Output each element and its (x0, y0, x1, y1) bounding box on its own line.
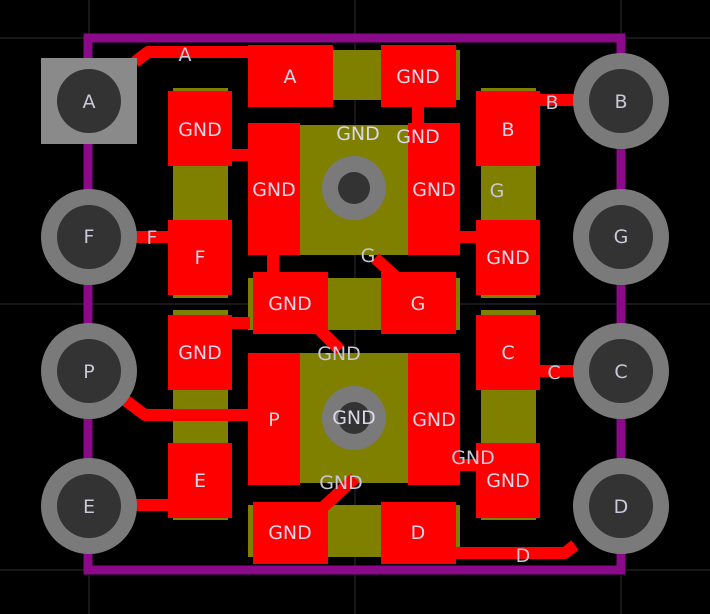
pad-label: P (268, 409, 279, 431)
pad-label: GND (268, 293, 312, 315)
net-labels: A B F G G GND C GND GND D (147, 44, 561, 567)
net-label: B (545, 92, 558, 114)
through-hole-pins (41, 53, 669, 554)
pad-label: GND (268, 522, 312, 544)
pad-label: GND (486, 470, 530, 492)
pad-label: GND (252, 179, 296, 201)
pad-label: GND (412, 409, 456, 431)
pin-labels: A F P E B G C D (83, 91, 629, 518)
board-outline (83, 33, 626, 575)
net-label: GND (319, 472, 363, 494)
net-label: G (490, 180, 505, 202)
pin-label-left-2: F (84, 226, 95, 248)
pad-label: GND (178, 119, 222, 141)
pad-label: F (195, 247, 206, 269)
pad-label: A (284, 66, 297, 88)
pin-label-left-4: E (83, 496, 95, 518)
net-label: F (147, 227, 158, 249)
pad-label: E (194, 470, 206, 492)
pad-label: GND (332, 407, 376, 429)
pin-label-right-3: C (614, 361, 627, 383)
net-label: D (516, 545, 531, 567)
pad-label: GND (178, 342, 222, 364)
pad-label: GND (336, 123, 380, 145)
center-vias (322, 156, 386, 450)
pin-label-right-2: G (614, 226, 629, 248)
net-label: A (179, 44, 192, 66)
pad-label: G (411, 293, 426, 315)
pin-label-left-3: P (83, 361, 94, 383)
pad-label: D (411, 522, 426, 544)
net-label: GND (451, 447, 495, 469)
pad-label: GND (396, 66, 440, 88)
pad-label: GND (396, 126, 440, 148)
pin-label-right-4: D (614, 496, 629, 518)
net-label: C (547, 362, 560, 384)
pin-label-right-1: B (614, 91, 627, 113)
net-label: G (361, 245, 376, 267)
pad-label: B (501, 119, 514, 141)
pin-label-left-1: A (83, 91, 96, 113)
pad-label: C (501, 342, 514, 364)
net-label: GND (317, 343, 361, 365)
pad-label: GND (412, 179, 456, 201)
pad-label: GND (486, 247, 530, 269)
pad-labels: A GND GND F B GND GND GND GND GND GND G … (178, 66, 530, 544)
smd-pads (168, 45, 540, 564)
